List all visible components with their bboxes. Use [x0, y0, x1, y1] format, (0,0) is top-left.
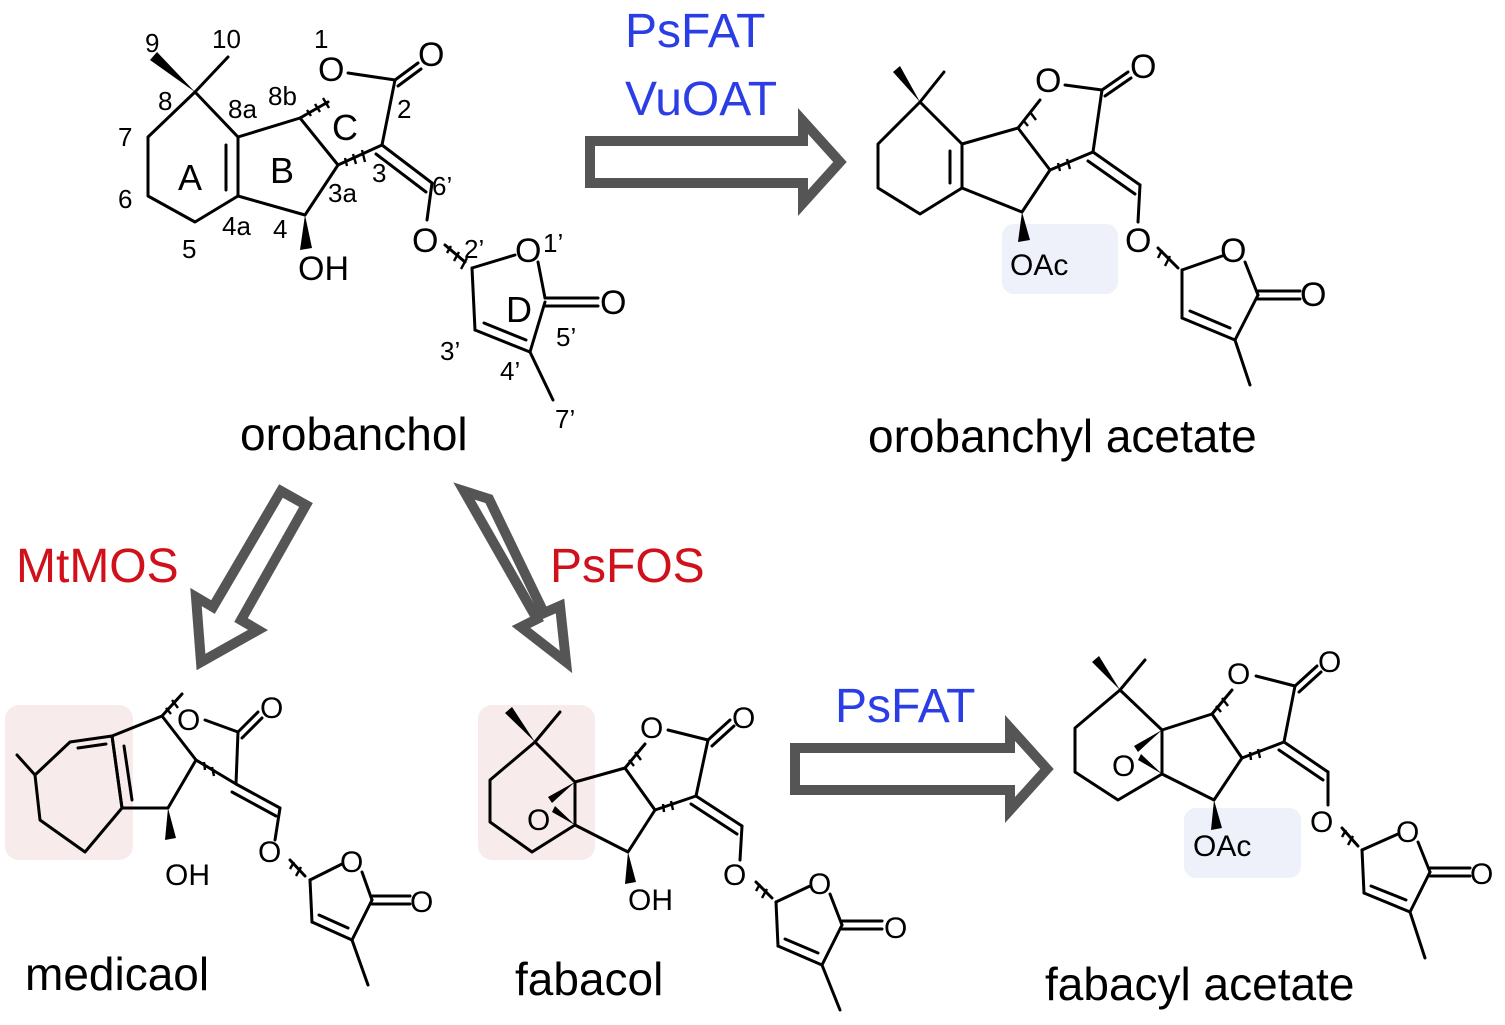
svg-text:OH: OH: [298, 250, 349, 288]
svg-text:O: O: [1227, 658, 1250, 691]
svg-text:O: O: [1125, 222, 1151, 260]
svg-text:1: 1: [314, 24, 328, 54]
svg-text:O: O: [527, 804, 550, 837]
compound-name-fabacyl-acetate: fabacyl acetate: [1045, 958, 1354, 1010]
svg-text:O: O: [600, 284, 626, 322]
svg-text:3a: 3a: [328, 178, 357, 208]
svg-text:OAc: OAc: [1193, 830, 1251, 863]
enzyme-label-psfos: PsFOS: [550, 540, 705, 593]
arrow-orobanchol-to-orobanchyl-acetate: [585, 107, 847, 217]
svg-text:O: O: [732, 702, 755, 735]
svg-text:6: 6: [118, 184, 132, 214]
compound-name-medicaol: medicaol: [25, 948, 209, 1000]
structure-orobanchyl-acetate: O O O OAc O O: [876, 48, 1326, 387]
compound-name-orobanchol: orobanchol: [240, 408, 468, 460]
svg-text:7’: 7’: [555, 404, 575, 434]
arrow-orobanchol-to-medicaol: [190, 484, 313, 671]
highlight-box-orobanchyl-oac: [1002, 224, 1118, 294]
svg-text:2’: 2’: [464, 234, 484, 264]
structure-fabacol: O O O O OH O O: [488, 702, 907, 1012]
compound-name-fabacol: fabacol: [515, 953, 663, 1005]
svg-text:B: B: [270, 150, 294, 191]
svg-text:4: 4: [273, 214, 287, 244]
svg-text:1’: 1’: [543, 228, 563, 258]
enzyme-label-mtmos: MtMOS: [16, 540, 179, 593]
svg-text:O: O: [177, 704, 200, 737]
svg-text:6’: 6’: [432, 171, 452, 201]
enzyme-label-vuoat: VuOAT: [625, 73, 777, 126]
svg-text:3: 3: [372, 158, 386, 188]
svg-text:7: 7: [118, 122, 132, 152]
arrow-fabacol-to-fabacyl-acetate: [790, 714, 1054, 824]
svg-text:O: O: [640, 712, 663, 745]
svg-text:5’: 5’: [556, 322, 576, 352]
svg-text:O: O: [1035, 62, 1061, 100]
svg-text:8a: 8a: [228, 94, 257, 124]
svg-text:O: O: [1318, 646, 1341, 679]
svg-text:3’: 3’: [440, 336, 460, 366]
svg-text:O: O: [1470, 858, 1493, 891]
enzyme-label-psfat-bottom: PsFAT: [835, 680, 975, 733]
svg-text:O: O: [1396, 816, 1419, 849]
svg-text:5: 5: [182, 234, 196, 264]
svg-text:OAc: OAc: [1010, 249, 1068, 282]
compound-name-orobanchyl-acetate: orobanchyl acetate: [868, 410, 1257, 462]
svg-text:O: O: [723, 859, 746, 892]
svg-text:O: O: [340, 846, 363, 879]
svg-text:O: O: [258, 836, 281, 869]
svg-text:10: 10: [212, 24, 241, 54]
svg-text:O: O: [808, 868, 831, 901]
svg-text:2: 2: [397, 94, 411, 124]
svg-text:8b: 8b: [268, 81, 297, 111]
svg-text:D: D: [506, 289, 532, 330]
svg-text:O: O: [1112, 750, 1135, 783]
svg-text:O: O: [410, 886, 433, 919]
structure-medicaol: O O O OH O O: [15, 692, 433, 987]
svg-text:A: A: [178, 157, 202, 198]
svg-text:4a: 4a: [222, 211, 251, 241]
svg-text:9: 9: [145, 28, 159, 58]
svg-text:O: O: [884, 912, 907, 945]
svg-text:OH: OH: [165, 859, 210, 892]
svg-text:4’: 4’: [500, 356, 520, 386]
highlight-box-medicaol-ring: [5, 705, 133, 860]
svg-text:O: O: [260, 692, 283, 725]
svg-text:OH: OH: [628, 884, 673, 917]
svg-text:O: O: [1310, 806, 1333, 839]
svg-text:O: O: [1220, 232, 1246, 270]
svg-text:O: O: [418, 36, 444, 74]
svg-text:O: O: [1300, 276, 1326, 314]
svg-text:O: O: [412, 222, 438, 260]
svg-text:O: O: [318, 51, 344, 89]
svg-text:O: O: [1130, 48, 1156, 86]
highlight-box-fabacol-ring: [478, 705, 595, 860]
svg-text:8: 8: [158, 86, 172, 116]
enzyme-label-psfat-top: PsFAT: [625, 5, 765, 58]
arrow-orobanchol-to-fabacol: [453, 482, 573, 674]
svg-text:C: C: [332, 107, 358, 148]
structure-orobanchol: O O O OH O O A B C D 1 2: [118, 24, 626, 434]
structure-fabacyl-acetate: O O O O OAc O O: [1073, 646, 1493, 960]
